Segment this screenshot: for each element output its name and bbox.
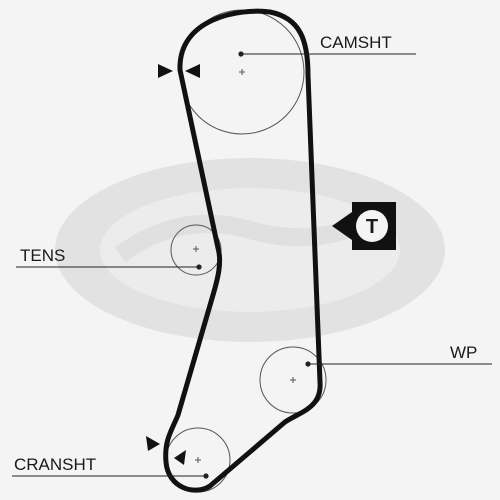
tension-symbol-icon: T [332,202,396,250]
water-pump-pulley [259,346,327,414]
pulley-center-marks [193,69,296,463]
timing-belt [163,8,323,493]
crankshaft-leader-dot [203,473,209,479]
camshaft-timing-mark-icon [158,64,200,78]
camshaft-leader-dot [238,51,244,57]
crankshaft-label: CRANSHT [14,455,96,474]
water-pump-label: WP [450,343,477,362]
tensioner-label: TENS [20,246,65,265]
tensioner-leader-dot [196,264,202,270]
camshaft-label: CAMSHT [320,33,392,52]
tension-symbol-label: T [366,216,378,238]
water-pump-leader-dot [305,361,311,367]
watermark-logo [55,158,445,342]
crankshaft-timing-mark-icon [146,436,186,465]
